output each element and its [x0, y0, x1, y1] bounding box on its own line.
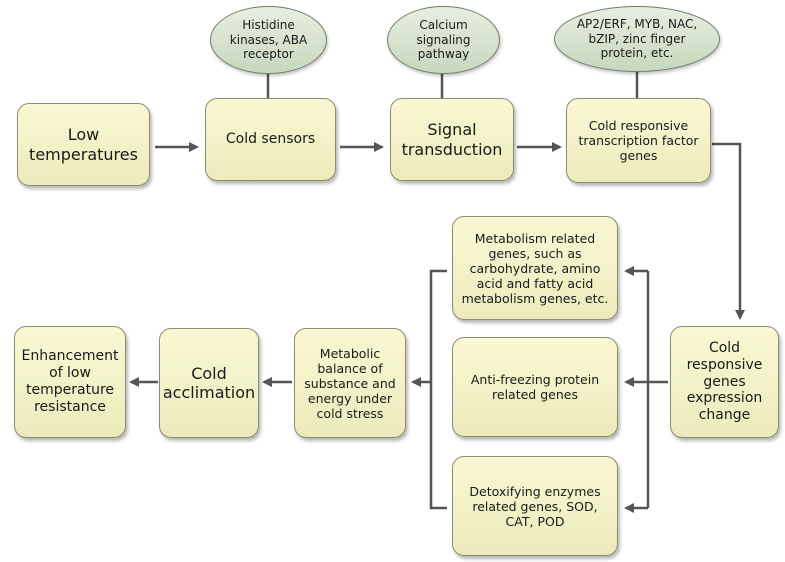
- annotation-signaling: Calcium signaling pathway: [387, 6, 500, 74]
- node-anti-freezing-genes: Anti-freezing protein related genes: [452, 337, 618, 437]
- node-metabolism-genes: Metabolism related genes, such as carboh…: [452, 216, 618, 320]
- node-signal-transduction: Signal transduction: [390, 98, 514, 181]
- bracket-left: [429, 269, 447, 510]
- node-low-temperatures: Low temperatures: [17, 103, 150, 186]
- node-detox-enzymes-genes: Detoxifying enzymes related genes, SOD, …: [452, 456, 618, 556]
- node-cold-sensors: Cold sensors: [205, 98, 336, 181]
- arrow-tf-to-expression: [712, 142, 745, 320]
- node-metabolic-balance: Metabolic balance of substance and energ…: [294, 328, 406, 438]
- annotation-sensors: Histidine kinases, ABA receptor: [210, 6, 327, 74]
- node-cold-acclimation: Cold acclimation: [159, 328, 259, 438]
- annotation-tf-families: AP2/ERF, MYB, NAC, bZIP, zinc finger pro…: [554, 6, 720, 72]
- node-enhancement: Enhancement of low temperature resistanc…: [14, 326, 126, 438]
- node-cold-tf-genes: Cold responsive transcription factor gen…: [566, 98, 711, 183]
- node-cold-genes-expression-change: Cold responsive genes expression change: [670, 326, 779, 438]
